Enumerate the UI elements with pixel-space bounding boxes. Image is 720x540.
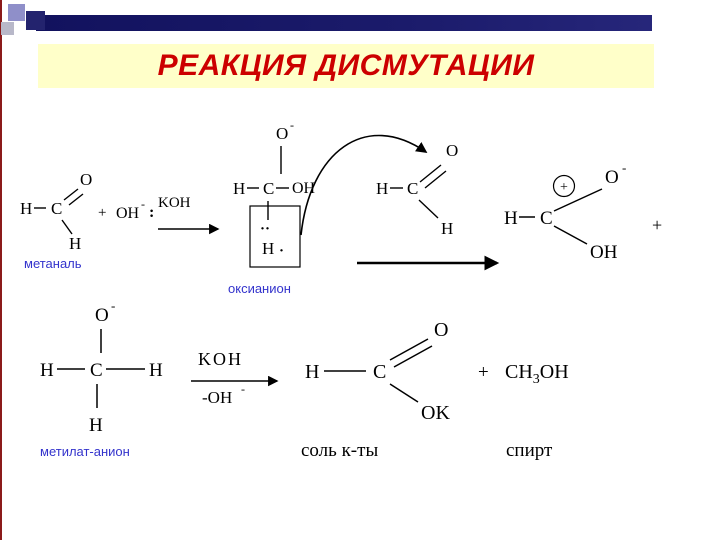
slide-title: РЕАКЦИЯ ДИСМУТАЦИИ: [157, 49, 535, 82]
atom-c: C: [540, 208, 553, 229]
header-bar: [36, 15, 652, 31]
plus-circle: [552, 174, 576, 198]
atom-o: O: [95, 305, 109, 326]
double-bond-line: [63, 188, 79, 201]
double-bond-line: [68, 193, 84, 206]
plus-sign: +: [98, 205, 106, 221]
atom-o: O: [276, 124, 288, 143]
decor-square-navy: [26, 11, 45, 30]
atom-c: C: [263, 179, 274, 198]
methylate-label: метилат-анион: [40, 444, 130, 459]
alcohol-label: спирт: [506, 440, 553, 461]
hydroxide-ion: OH - :: [116, 197, 154, 222]
lone-pair-dots: ··: [260, 221, 270, 237]
plus-sign: +: [478, 362, 489, 383]
decor-square-gray: [1, 22, 14, 35]
bond-line: [553, 188, 603, 212]
methanol-formula: CH3OH: [505, 361, 569, 387]
decor-square-purple: [8, 4, 25, 21]
left-border-line: [0, 0, 2, 540]
oh-group: OH: [292, 180, 316, 197]
oxyanion-label: оксианион: [228, 281, 291, 296]
atom-c: C: [373, 361, 386, 383]
bond-line: [61, 219, 73, 235]
atom-o: O: [446, 141, 458, 160]
reaction-scheme: H C O H метаналь + OH - : KOH O - H C: [20, 118, 662, 461]
bond-line: [418, 199, 439, 219]
hydride-transfer-curved-arrow: [300, 134, 428, 236]
atom-h: H: [441, 219, 453, 238]
hydroxide-formula: OH: [116, 205, 140, 222]
atom-o: O: [605, 167, 619, 188]
ok-group: OK: [421, 402, 450, 424]
catalyst-label: KOH: [198, 349, 243, 369]
formate-salt-structure: H C O OK: [305, 319, 450, 424]
double-bond-line: [389, 338, 429, 361]
product-anion-structure: + O - H C OH: [504, 160, 626, 263]
salt-label: соль к-ты: [301, 440, 378, 461]
hydride-h: H: [262, 239, 274, 258]
reaction-arrow-2: KOH -OH -: [191, 349, 279, 407]
atom-o: O: [80, 170, 92, 189]
atom-c: C: [407, 179, 418, 198]
double-bond-line: [419, 164, 442, 183]
plus-sign: +: [652, 215, 662, 235]
double-bond-line: [393, 345, 433, 368]
bond-line: [389, 383, 419, 403]
title-bar: РЕАКЦИЯ ДИСМУТАЦИИ: [38, 44, 654, 88]
atom-h: H: [305, 361, 319, 383]
lone-pair-dots: :: [149, 204, 154, 221]
atom-h: H: [40, 360, 54, 381]
atom-c: C: [90, 360, 103, 381]
hydride-highlight-box: [249, 205, 301, 268]
leaving-group-label: -OH: [202, 388, 232, 407]
atom-o: O: [434, 319, 448, 341]
atom-h: H: [69, 234, 81, 253]
reaction-arrow-1: KOH: [158, 195, 220, 235]
atom-c: C: [51, 199, 62, 218]
methanal2-structure: H C O H: [376, 141, 458, 238]
methanol-ch: CH: [505, 361, 533, 383]
o-charge: -: [111, 298, 115, 313]
atom-h: H: [504, 208, 518, 229]
methylate-anion-structure: O - H C H H метилат-анион: [40, 298, 163, 459]
methanol-oh: OH: [540, 361, 569, 383]
atom-h: H: [89, 415, 103, 436]
oxyanion-structure: O - H C OH ·· H · оксианион: [228, 118, 316, 296]
double-bond-line: [424, 170, 447, 189]
electron-dot: ·: [279, 243, 284, 259]
leaving-group-charge: -: [241, 382, 245, 396]
atom-h: H: [149, 360, 163, 381]
catalyst-label: KOH: [158, 195, 191, 211]
o-charge: -: [290, 118, 294, 132]
bond-line: [553, 225, 588, 245]
methanal-structure: H C O H метаналь: [20, 170, 92, 271]
circled-plus: +: [560, 180, 568, 195]
methanal-label: метаналь: [24, 256, 82, 271]
atom-h: H: [376, 179, 388, 198]
o-charge: -: [622, 160, 626, 175]
atom-h: H: [233, 179, 245, 198]
methanol-subscript: 3: [533, 372, 540, 387]
oh-group: OH: [590, 242, 618, 263]
atom-h: H: [20, 199, 32, 218]
hydroxide-charge: -: [141, 197, 145, 211]
